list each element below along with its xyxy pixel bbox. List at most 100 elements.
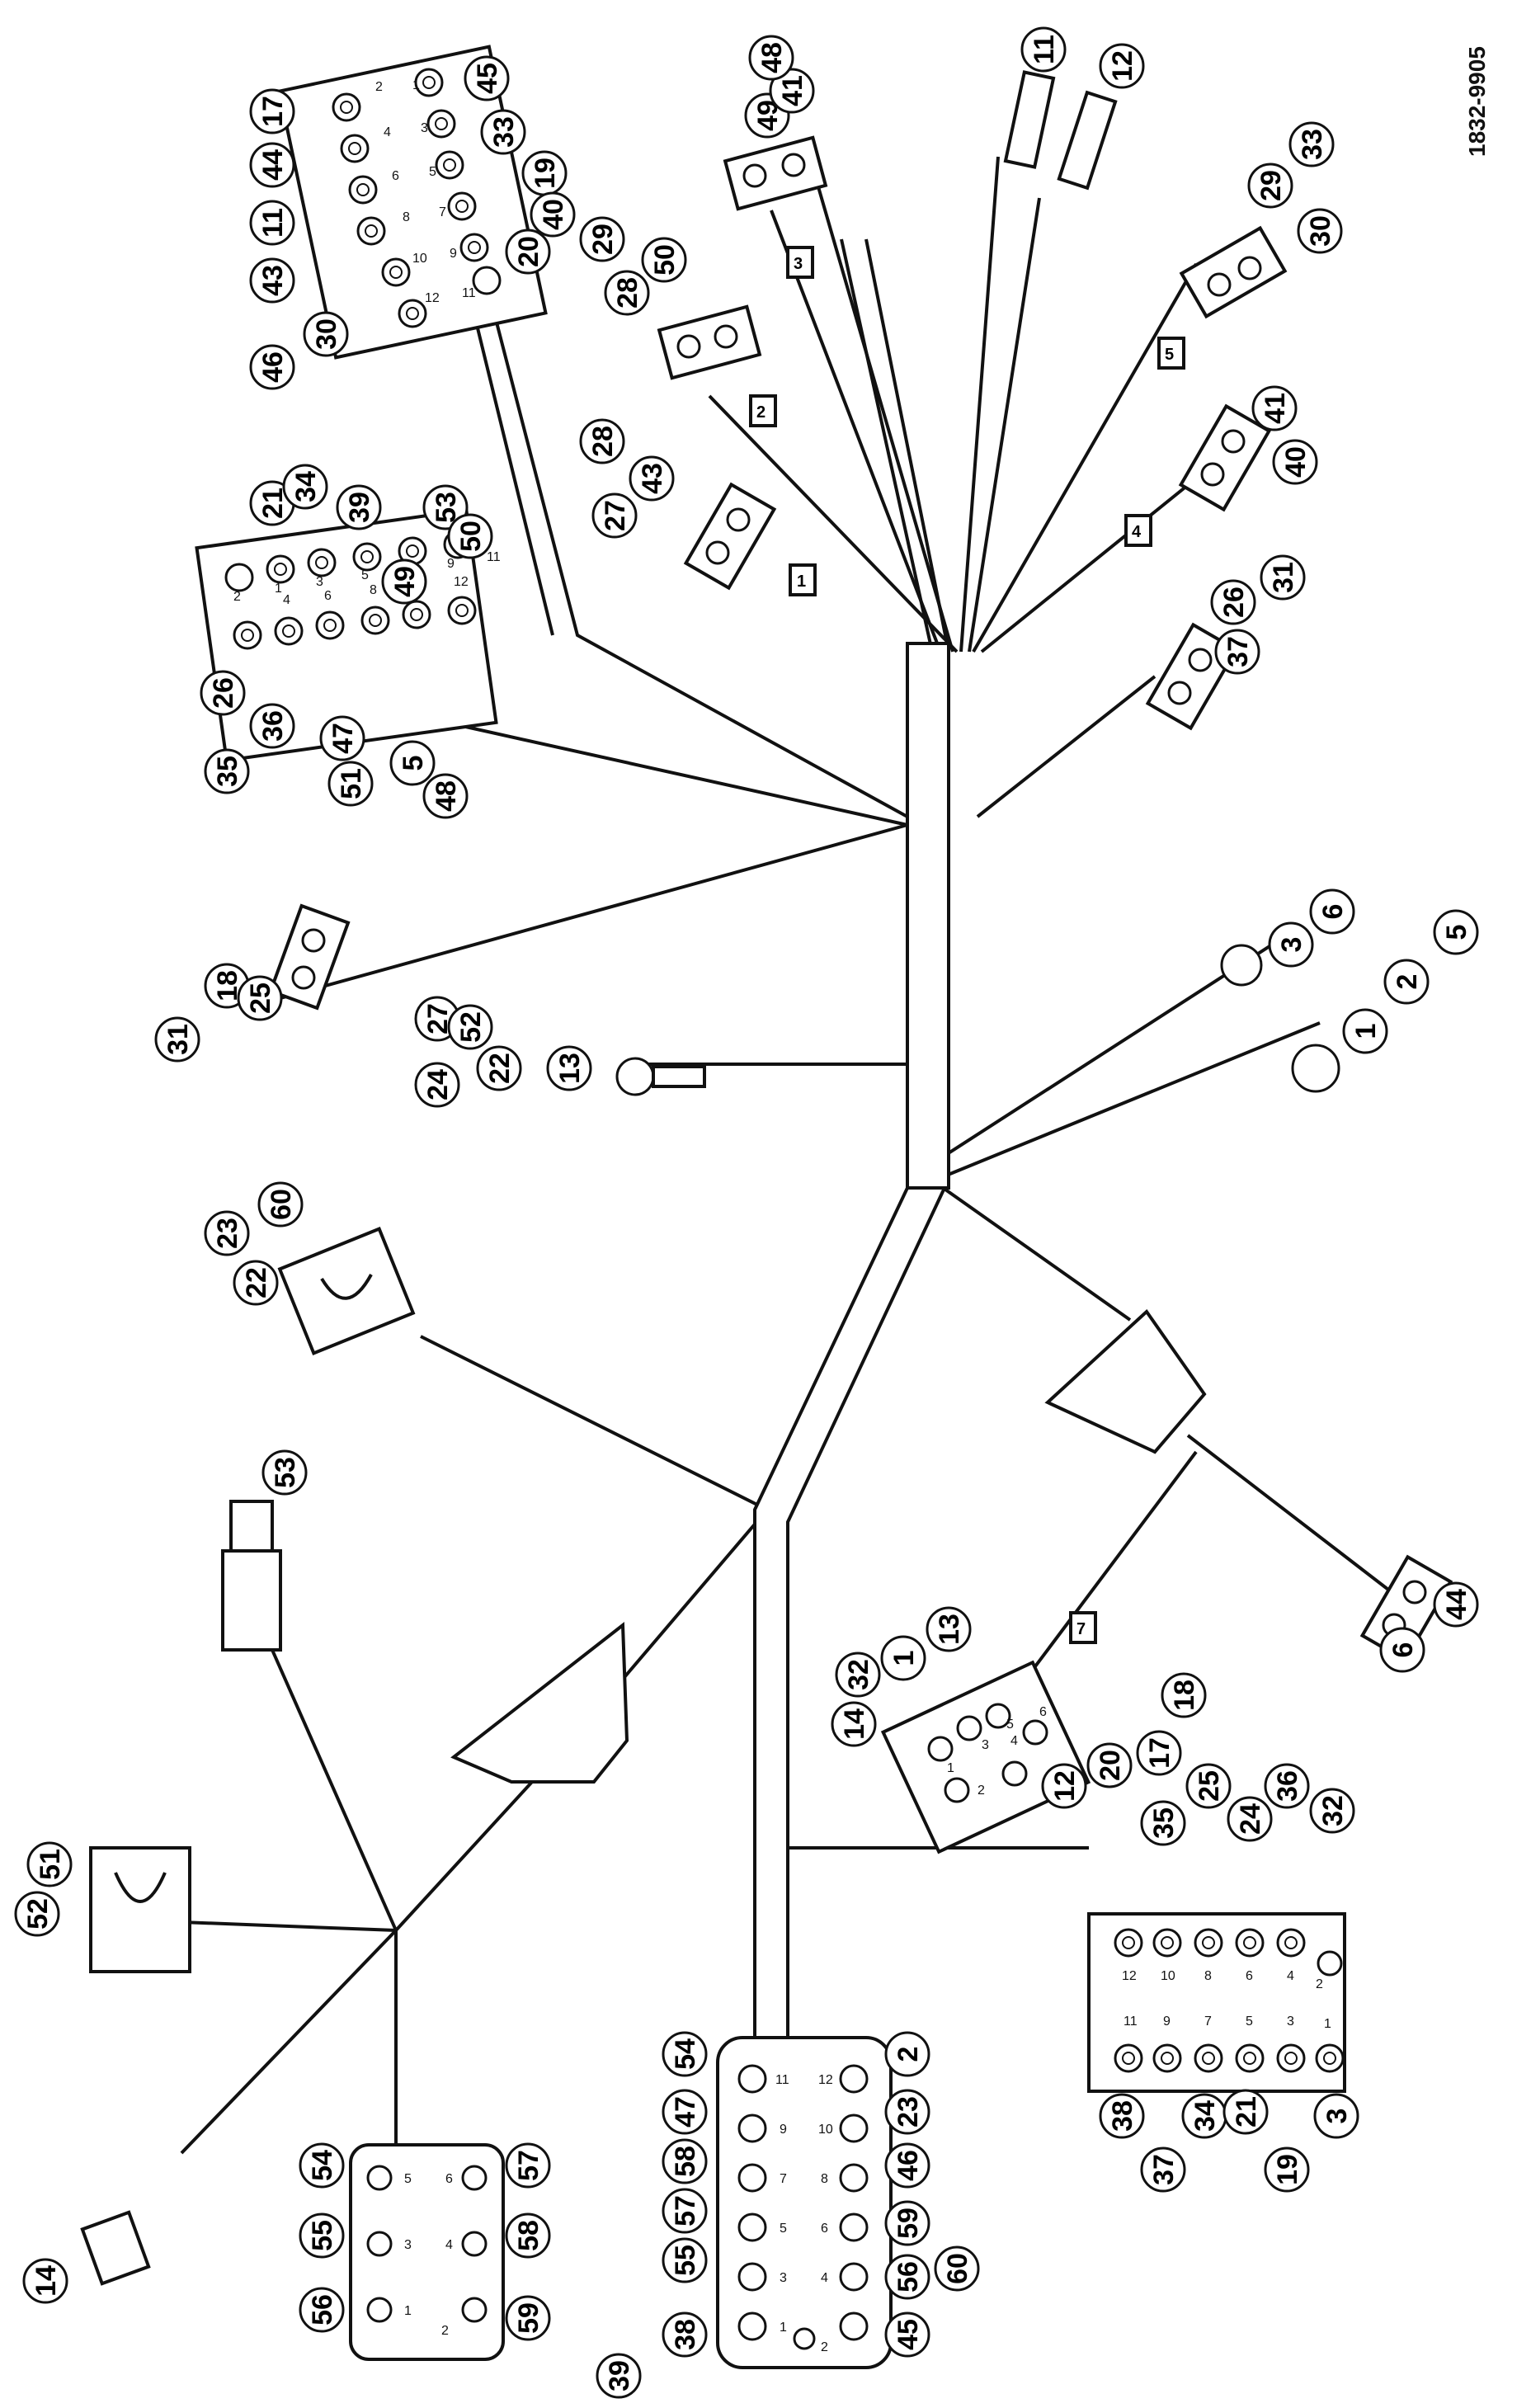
callout-number: 56 xyxy=(893,2261,924,2293)
callout-number: 53 xyxy=(270,1457,301,1488)
callout-badge: 22 xyxy=(233,1260,279,1306)
callout-number: 5 xyxy=(398,756,429,771)
callout-circle xyxy=(200,670,246,716)
callout-badge: 22 xyxy=(476,1045,522,1091)
callout-number: 2 xyxy=(1392,974,1423,990)
callout-badge: 35 xyxy=(204,748,250,794)
pin-number: 2 xyxy=(233,590,241,604)
callout-circle xyxy=(604,270,650,316)
pin-number: 1 xyxy=(1324,2017,1331,2031)
callout-number: 51 xyxy=(336,768,367,799)
pin-number: 6 xyxy=(324,589,332,603)
callout-number: 37 xyxy=(1222,636,1254,667)
callout-badge: 43 xyxy=(249,257,295,304)
callout-badge: 53 xyxy=(261,1449,308,1496)
callout-badge: 35 xyxy=(1140,1800,1186,1846)
pin-number: 10 xyxy=(412,252,427,266)
pin-number: 8 xyxy=(370,583,377,597)
callout-badge: 5 xyxy=(389,740,436,786)
callout-badge: 38 xyxy=(1099,2093,1145,2139)
pin-number: 9 xyxy=(447,557,455,571)
wire-clip-marks: 3 2 1 5 4 7 xyxy=(749,246,1185,1644)
spade-terminal-12 xyxy=(1057,90,1118,191)
callout-circle xyxy=(662,2311,708,2358)
callout-badge: 41 xyxy=(1251,385,1298,431)
callout-badge: 55 xyxy=(662,2237,708,2283)
pin-number: 7 xyxy=(439,205,446,219)
callout-badge: 29 xyxy=(1247,163,1293,209)
callout-circle xyxy=(1342,1008,1388,1054)
callout-badge: 58 xyxy=(662,2138,708,2184)
pin-number: 12 xyxy=(454,575,469,589)
pin-number: 3 xyxy=(316,575,323,589)
callout-circle xyxy=(1086,1742,1133,1788)
pin-number: 2 xyxy=(1316,1977,1323,1991)
callout-number: 43 xyxy=(257,265,289,296)
callout-circle xyxy=(1251,385,1298,431)
callout-number: 31 xyxy=(163,1024,194,1055)
callout-badge: 23 xyxy=(884,2089,930,2135)
callout-number: 47 xyxy=(670,2096,701,2128)
callout-number: 14 xyxy=(31,2265,62,2297)
connector-bottom-12pin: 11 12 9 10 7 8 5 6 3 4 1 2 xyxy=(716,2036,893,2369)
callout-badge: 58 xyxy=(505,2212,551,2259)
pin-number: 10 xyxy=(1161,1969,1175,1983)
callout-circle xyxy=(1210,579,1256,625)
callout-circle xyxy=(204,1210,250,1256)
callout-number: 19 xyxy=(530,158,561,189)
callout-number: 11 xyxy=(1029,35,1060,64)
wire-clip-label: 4 xyxy=(1132,523,1142,541)
callout-badge: 48 xyxy=(422,773,469,819)
callout-badge: 48 xyxy=(748,35,794,81)
pin-number: 5 xyxy=(429,165,436,179)
callout-number: 44 xyxy=(1441,1589,1472,1620)
callout-circle xyxy=(480,109,526,155)
callout-badge: 13 xyxy=(926,1606,972,1652)
callout-circle xyxy=(884,2142,930,2189)
callout-number: 48 xyxy=(756,42,788,73)
callout-circle xyxy=(1433,909,1479,955)
callout-badge: 36 xyxy=(249,703,295,749)
callout-badge: 1 xyxy=(1342,1008,1388,1054)
pin-number: 11 xyxy=(1124,2015,1138,2029)
callout-number: 23 xyxy=(212,1218,243,1249)
callout-circle xyxy=(154,1016,200,1063)
pin-number: 5 xyxy=(780,2222,787,2236)
callout-circle xyxy=(546,1045,592,1091)
pin-number: 12 xyxy=(425,291,440,305)
callout-circle xyxy=(249,88,295,134)
connector-6pin-right: 1 2 3 4 5 6 xyxy=(880,1660,1091,1854)
callout-badge: 36 xyxy=(1264,1763,1310,1809)
connector-2pin-right-c xyxy=(1145,622,1239,731)
callout-circle xyxy=(257,1181,304,1228)
pin-number: 4 xyxy=(283,593,290,607)
pin-number: 8 xyxy=(1204,1969,1212,1983)
callout-badge: 31 xyxy=(1260,554,1306,601)
callout-number: 12 xyxy=(1107,50,1138,82)
callout-circle xyxy=(249,257,295,304)
pin-number: 10 xyxy=(818,2123,833,2137)
callout-circle xyxy=(1227,1796,1273,1842)
callout-circle xyxy=(1313,2093,1359,2139)
callout-number: 58 xyxy=(513,2220,544,2251)
callout-number: 36 xyxy=(257,710,289,742)
callout-circle xyxy=(319,715,365,761)
callout-number: 28 xyxy=(612,277,643,309)
callout-circle xyxy=(282,464,328,510)
callout-number: 6 xyxy=(1317,904,1349,920)
callout-circle xyxy=(1140,2146,1186,2193)
callout-circle xyxy=(662,2089,708,2135)
callout-circle xyxy=(748,35,794,81)
callout-number: 26 xyxy=(1218,587,1250,618)
callout-circle xyxy=(835,1652,881,1698)
callout-badge: 5 xyxy=(1433,909,1479,955)
callout-circle xyxy=(1264,2146,1310,2193)
callout-circle xyxy=(233,1260,279,1306)
callout-circle xyxy=(596,2353,642,2399)
callout-circle xyxy=(299,2287,345,2333)
pin-number: 3 xyxy=(404,2238,412,2252)
callout-number: 19 xyxy=(1272,2154,1303,2185)
callout-number: 36 xyxy=(1272,1770,1303,1802)
pin-number: 6 xyxy=(821,2222,828,2236)
callout-circle xyxy=(1379,1627,1425,1673)
